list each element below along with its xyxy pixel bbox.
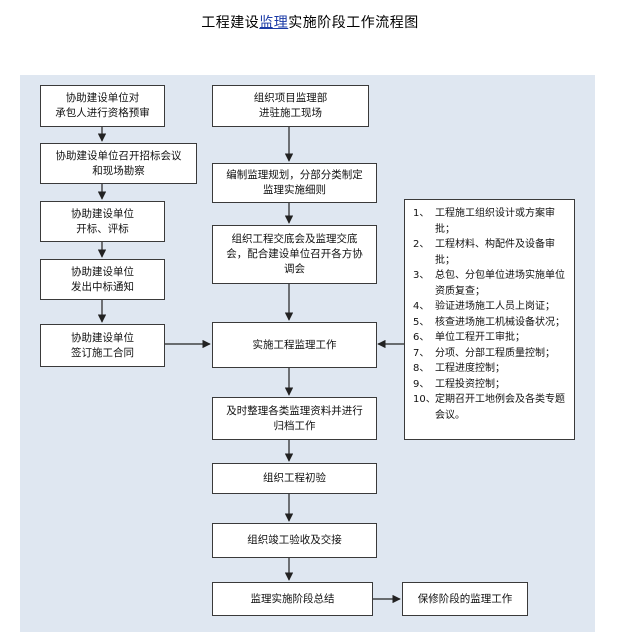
list-item-number: 8、 (413, 363, 430, 374)
list-item-text: 工程材料、构配件及设备审批； (435, 239, 555, 266)
list-item-number: 2、 (413, 239, 430, 250)
list-item: 4、验证进场施工人员上岗证； (413, 299, 568, 315)
page-title: 工程建设监理实施阶段工作流程图 (0, 12, 620, 32)
step-implement-supervision: 实施工程监理工作 (212, 322, 377, 368)
list-item-text: 核查进场施工机械设备状况； (435, 316, 565, 328)
step-completion-acceptance: 组织竣工验收及交接 (212, 523, 377, 558)
step-initial-inspection: 组织工程初验 (212, 463, 377, 494)
step-enter-site: 组织项目监理部 进驻施工现场 (212, 85, 369, 127)
list-item-text: 工程进度控制； (435, 363, 505, 374)
list-item-text: 单位工程开工审批； (435, 332, 525, 343)
list-item-number: 9、 (413, 378, 430, 390)
step-sign-contract: 协助建设单位 签订施工合同 (40, 324, 165, 367)
step-warranty-supervision: 保修阶段的监理工作 (402, 582, 528, 616)
list-item: 1、工程施工组织设计或方案审批； (413, 206, 568, 237)
list-item: 8、工程进度控制； (413, 361, 568, 377)
list-item-number: 10、 (413, 394, 436, 405)
step-archive-documents: 及时整理各类监理资料并进行 归档工作 (212, 397, 377, 440)
list-item: 2、工程材料、构配件及设备审批； (413, 237, 568, 268)
list-item-number: 4、 (413, 301, 430, 312)
list-item: 9、工程投资控制； (413, 377, 568, 393)
step-briefing-meetings: 组织工程交底会及监理交底 会，配合建设单位召开各方协 调会 (212, 225, 377, 284)
list-item-text: 验证进场施工人员上岗证； (435, 301, 555, 312)
list-item-text: 总包、分包单位进场实施单位资质复查； (435, 270, 565, 297)
title-link[interactable]: 监理 (259, 15, 289, 31)
step-phase-summary: 监理实施阶段总结 (212, 582, 373, 616)
step-bid-evaluation: 协助建设单位 开标、评标 (40, 201, 165, 242)
step-prequalification: 协助建设单位对 承包人进行资格预审 (40, 85, 165, 127)
list-item-number: 5、 (413, 316, 430, 328)
list-item-text: 分项、分部工程质量控制； (435, 347, 555, 359)
list-item-text: 工程施工组织设计或方案审批； (435, 208, 555, 235)
list-item-number: 1、 (413, 208, 430, 219)
list-item-text: 定期召开工地例会及各类专题会议。 (435, 394, 565, 421)
title-suffix: 实施阶段工作流程图 (288, 15, 419, 31)
step-award-notice: 协助建设单位 发出中标通知 (40, 259, 165, 300)
supervision-duties-list: 1、工程施工组织设计或方案审批； 2、工程材料、构配件及设备审批； 3、总包、分… (404, 199, 575, 440)
list-item-text: 工程投资控制； (435, 378, 505, 390)
list-item: 10、定期召开工地例会及各类专题会议。 (413, 392, 568, 423)
list-item: 5、核查进场施工机械设备状况； (413, 315, 568, 331)
list-item-number: 6、 (413, 332, 430, 343)
list-item-number: 3、 (413, 270, 430, 281)
list-item: 3、总包、分包单位进场实施单位资质复查； (413, 268, 568, 299)
list-item-number: 7、 (413, 347, 430, 359)
title-prefix: 工程建设 (201, 15, 260, 31)
list-item: 7、分项、分部工程质量控制； (413, 346, 568, 362)
step-supervision-plan: 编制监理规划，分部分类制定 监理实施细则 (212, 163, 377, 203)
list-item: 6、单位工程开工审批； (413, 330, 568, 346)
step-bidding-meeting: 协助建设单位召开招标会议 和现场勘察 (40, 143, 197, 184)
